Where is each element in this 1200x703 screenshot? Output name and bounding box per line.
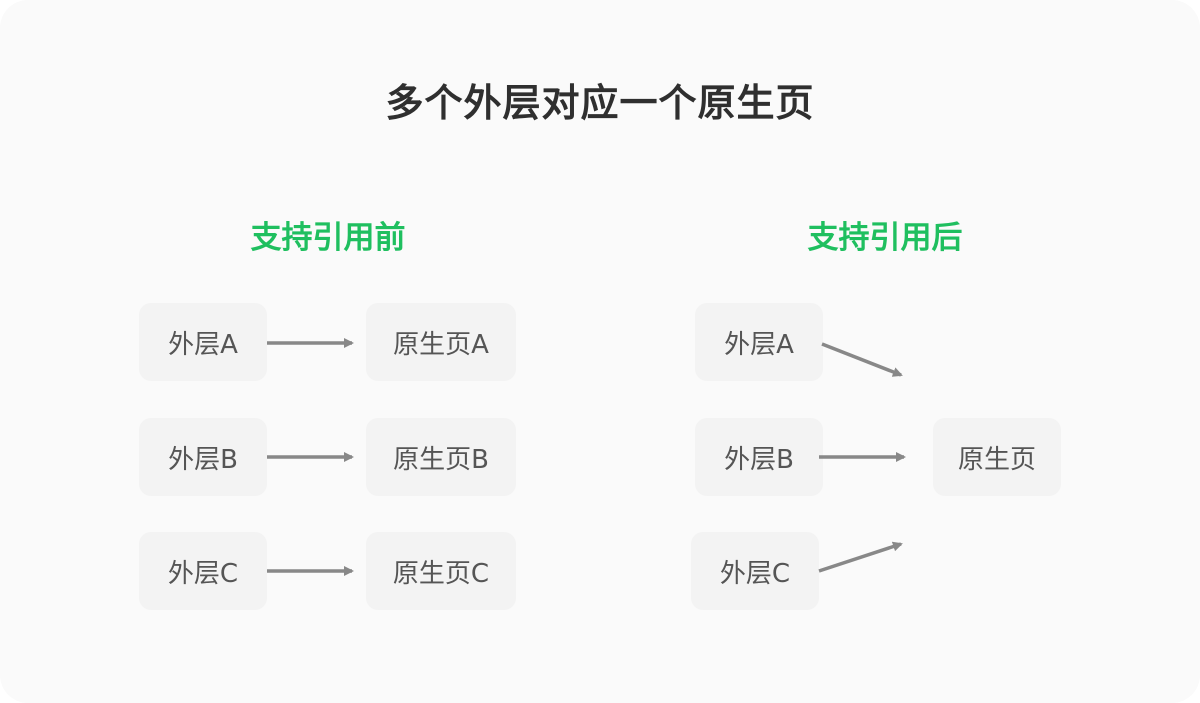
- after-outer-b: 外层B: [695, 418, 823, 496]
- before-native-a: 原生页A: [366, 303, 516, 381]
- before-outer-b: 外层B: [139, 418, 267, 496]
- before-outer-c: 外层C: [139, 532, 267, 610]
- before-native-b: 原生页B: [366, 418, 516, 496]
- after-heading: 支持引用后: [807, 220, 963, 256]
- after-native: 原生页: [933, 418, 1061, 496]
- before-heading: 支持引用前: [250, 220, 406, 256]
- page-title: 多个外层对应一个原生页: [385, 81, 815, 125]
- before-outer-a: 外层A: [139, 303, 267, 381]
- after-outer-c: 外层C: [691, 532, 819, 610]
- before-native-c: 原生页C: [366, 532, 516, 610]
- after-outer-a: 外层A: [695, 303, 823, 381]
- after-arrow-c: [818, 541, 903, 573]
- after-arrow-a: [821, 342, 903, 377]
